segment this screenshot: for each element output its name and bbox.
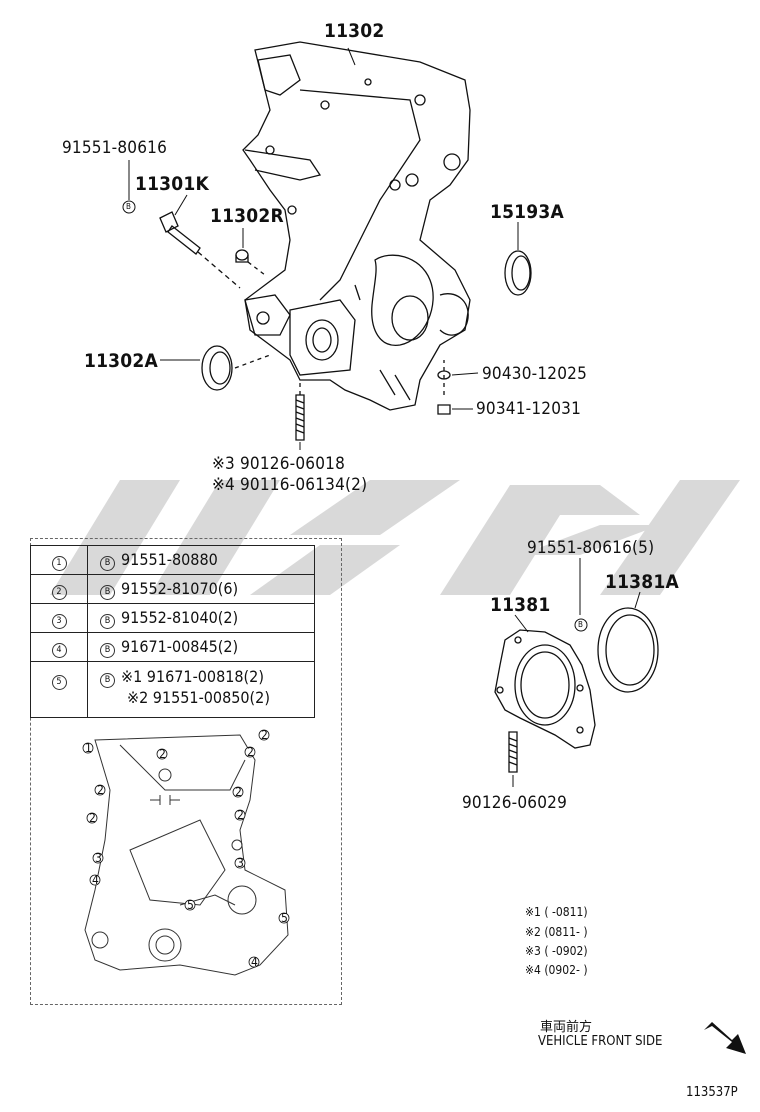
part-number-alt: ※2 91551-00850(2) bbox=[127, 688, 270, 707]
label-11302: 11302 bbox=[324, 20, 385, 42]
b-marker-1: B bbox=[126, 202, 132, 211]
inset-num-2g: 2 bbox=[237, 808, 245, 822]
inset-num-5b: 5 bbox=[281, 911, 289, 925]
inset-num-4a: 4 bbox=[92, 873, 100, 887]
inset-num-2f: 2 bbox=[89, 811, 97, 825]
inset-num-2c: 2 bbox=[247, 745, 255, 759]
stud-90126-06018-drawing bbox=[295, 380, 305, 441]
label-11381: 11381 bbox=[490, 594, 551, 616]
b-marker: B bbox=[100, 642, 115, 658]
row-number: 3 bbox=[51, 613, 67, 629]
part-number: 91552-81040(2) bbox=[121, 607, 239, 627]
gasket-plug-drawing bbox=[437, 360, 451, 415]
inset-num-1: 1 bbox=[85, 741, 93, 755]
direction-label-jp: 車両前方 bbox=[540, 1020, 593, 1035]
label-91551-80616-5: 91551-80616(5) bbox=[527, 538, 655, 558]
oil-seal-11302a-drawing bbox=[201, 345, 271, 391]
inset-num-3b: 3 bbox=[237, 856, 245, 870]
b-marker-2: B bbox=[578, 620, 584, 629]
label-15193a: 15193A bbox=[490, 201, 564, 223]
timing-chain-cover-drawing bbox=[242, 41, 471, 411]
table-row: 3 B 91552-81040(2) bbox=[30, 603, 315, 633]
stud-90126-06029-drawing bbox=[508, 731, 518, 773]
row-number: 2 bbox=[51, 584, 67, 600]
note-4: ※4 (0902- ) bbox=[525, 963, 588, 977]
note-3: ※3 ( -0902) bbox=[525, 944, 588, 958]
inset-num-2a: 2 bbox=[159, 747, 167, 761]
label-90126-06029: 90126-06029 bbox=[462, 793, 568, 813]
label-11301k: 11301K bbox=[135, 173, 209, 195]
inset-num-2e: 2 bbox=[235, 785, 243, 799]
oil-seal-retainer-11381-drawing bbox=[494, 629, 596, 749]
inset-num-3a: 3 bbox=[95, 851, 103, 865]
part-number: ※1 91671-00818(2) bbox=[121, 667, 264, 686]
b-marker: B bbox=[100, 555, 115, 571]
row-number: 5 bbox=[51, 675, 67, 690]
part-number: 91551-80880 bbox=[121, 549, 218, 569]
label-11381a: 11381A bbox=[605, 571, 679, 593]
label-11302a: 11302A bbox=[84, 350, 158, 372]
front-direction-arrow bbox=[704, 1022, 746, 1054]
bolt-table: 1 B 91551-80880 2 B 91552-81070(6) 3 B 9155… bbox=[30, 545, 315, 718]
table-row: 4 B 91671-00845(2) bbox=[30, 632, 315, 662]
label-90116-06134: ※4 90116-06134(2) bbox=[212, 475, 368, 495]
note-2: ※2 (0811- ) bbox=[525, 925, 588, 939]
oil-seal-15193a-drawing bbox=[504, 250, 532, 296]
b-marker: B bbox=[100, 584, 115, 600]
label-90126-06018: ※3 90126-06018 bbox=[212, 454, 346, 474]
row-number: 4 bbox=[51, 642, 67, 658]
table-row: 5 B ※1 91671-00818(2) ※2 91551-00850(2) bbox=[30, 661, 315, 718]
inset-num-4b: 4 bbox=[251, 955, 259, 969]
b-marker: B bbox=[100, 673, 115, 688]
table-row: 2 B 91552-81070(6) bbox=[30, 574, 315, 604]
part-number: 91671-00845(2) bbox=[121, 636, 239, 656]
oil-seal-11381a-drawing bbox=[597, 607, 659, 693]
inset-bolt-callouts bbox=[82, 729, 290, 968]
figure-id: 113537P bbox=[686, 1085, 738, 1100]
plug-11302r-drawing bbox=[235, 249, 266, 276]
label-90430-12025: 90430-12025 bbox=[482, 364, 588, 384]
bolt-11301k-drawing bbox=[159, 211, 241, 289]
inset-num-2b: 2 bbox=[261, 728, 269, 742]
b-markers bbox=[122, 200, 588, 632]
table-row: 1 B 91551-80880 bbox=[30, 545, 315, 575]
row-number: 1 bbox=[51, 555, 67, 571]
note-1: ※1 ( -0811) bbox=[525, 905, 588, 919]
label-90341-12031: 90341-12031 bbox=[476, 399, 582, 419]
inset-frame bbox=[30, 538, 342, 1005]
label-11302r: 11302R bbox=[210, 205, 284, 227]
label-91551-80616: 91551-80616 bbox=[62, 138, 168, 158]
b-marker: B bbox=[100, 613, 115, 629]
inset-num-2d: 2 bbox=[97, 783, 105, 797]
part-number: 91552-81070(6) bbox=[121, 578, 239, 598]
direction-label-en: VEHICLE FRONT SIDE bbox=[538, 1034, 663, 1049]
inset-num-5a: 5 bbox=[187, 898, 195, 912]
